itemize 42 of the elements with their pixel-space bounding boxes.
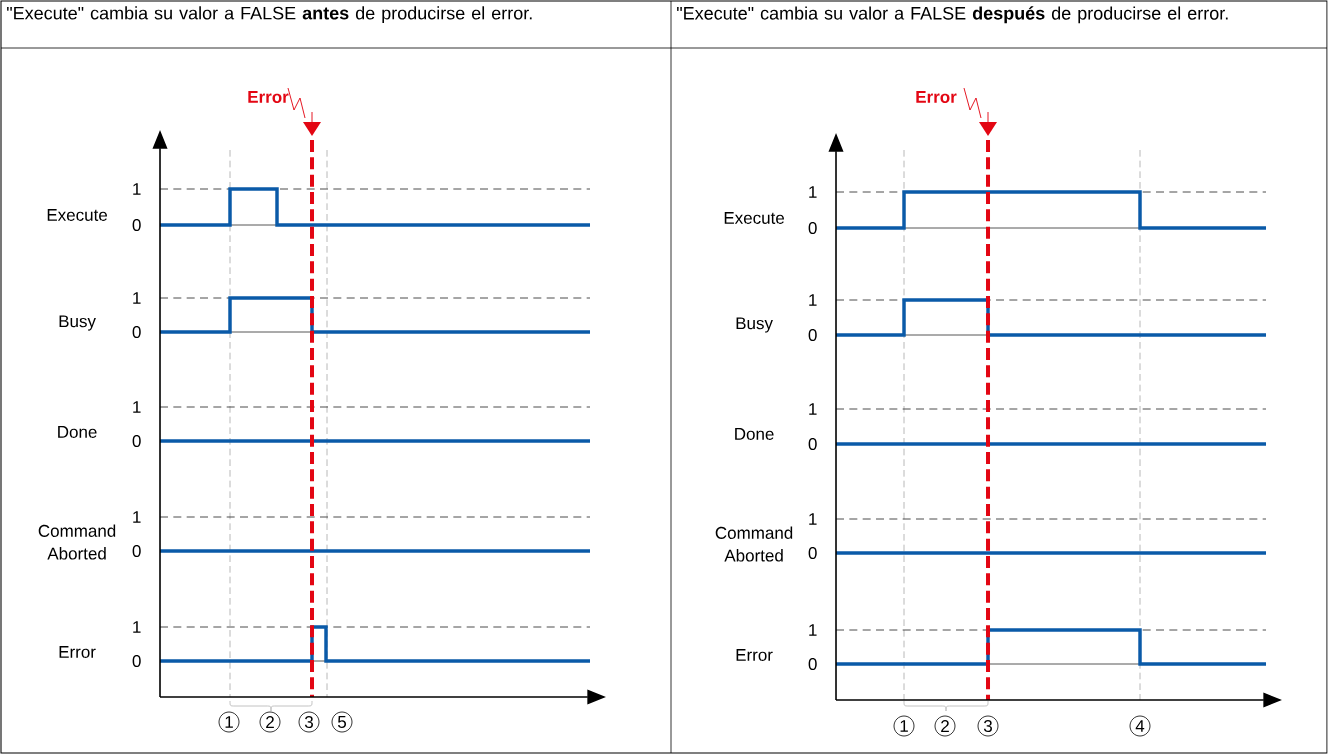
signal-name: Error xyxy=(59,646,96,658)
signal-name: Busy xyxy=(736,317,773,333)
callout-number: 2 xyxy=(934,715,956,737)
header-text: "Execute" cambia su valor a FALSE antes de producirse el error. xyxy=(7,6,532,24)
callout-number: 4 xyxy=(1129,715,1151,737)
error-label: Error xyxy=(248,91,289,103)
header-text: "Execute" cambia su valor a FALSE después de producirse el error. xyxy=(677,6,1228,24)
level-label: 0 xyxy=(132,326,141,339)
level-label: 1 xyxy=(809,403,817,415)
signal-name: Error xyxy=(736,649,773,661)
signal-name: Done xyxy=(735,428,774,440)
callout-number: 3 xyxy=(977,715,999,737)
level-label: 1 xyxy=(133,183,141,195)
level-label: 1 xyxy=(809,513,817,525)
level-label: 1 xyxy=(133,621,141,633)
level-label: 1 xyxy=(809,294,817,306)
error-label: Error xyxy=(916,91,957,103)
signal-name: Execute xyxy=(724,212,785,224)
level-label: 0 xyxy=(808,658,817,671)
level-label: 0 xyxy=(808,329,817,342)
callout-number: 2 xyxy=(259,711,281,733)
callout-number: 1 xyxy=(893,715,915,737)
level-label: 0 xyxy=(132,655,141,668)
level-label: 0 xyxy=(132,219,141,231)
signal-name: Command Aborted xyxy=(715,526,793,562)
level-label: 0 xyxy=(132,435,141,448)
level-label: 1 xyxy=(133,511,141,523)
signal-name: Done xyxy=(58,426,97,438)
signal-name: Command Aborted xyxy=(38,524,116,560)
callout-number: 5 xyxy=(331,711,353,733)
level-label: 1 xyxy=(809,186,817,198)
signal-name: Busy xyxy=(59,315,96,331)
level-label: 1 xyxy=(133,401,141,413)
level-label: 1 xyxy=(809,624,817,636)
level-label: 0 xyxy=(132,545,141,558)
level-label: 1 xyxy=(133,292,141,304)
callout-number: 1 xyxy=(218,711,240,733)
level-label: 0 xyxy=(808,547,817,560)
signal-name: Execute xyxy=(47,209,107,221)
level-label: 0 xyxy=(808,222,817,235)
level-label: 0 xyxy=(808,438,817,451)
callout-number: 3 xyxy=(298,711,320,733)
